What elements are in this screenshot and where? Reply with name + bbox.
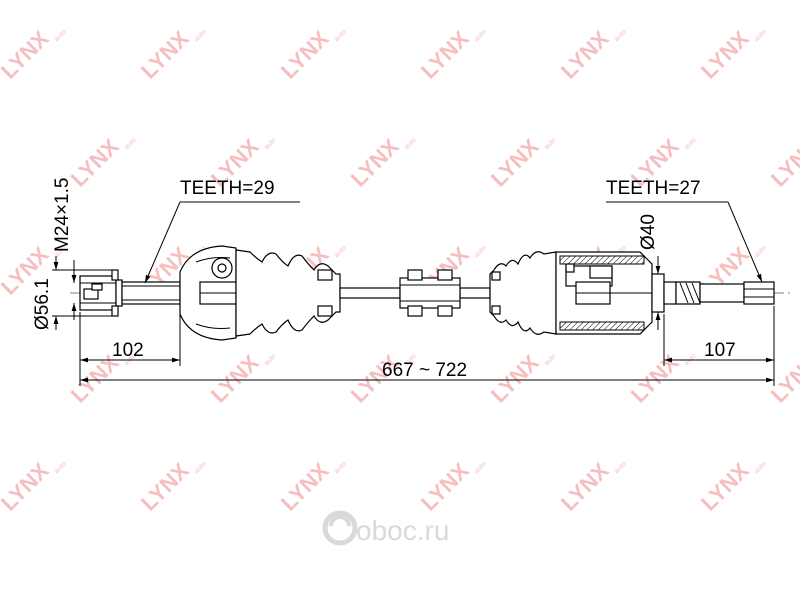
- svg-text:LYNX: LYNX: [136, 458, 194, 516]
- center-logo: oboc.ru: [322, 510, 449, 546]
- dim-left: 102: [79, 312, 181, 386]
- svg-text:LYNX: LYNX: [276, 26, 334, 84]
- svg-text:auto: auto: [473, 461, 488, 476]
- dia-right-callout: Ø40: [638, 214, 661, 330]
- dia-left-callout: Ø56.1: [32, 256, 112, 330]
- svg-text:LYNX: LYNX: [766, 134, 800, 192]
- left-stub-shaft: [79, 269, 181, 317]
- svg-text:auto: auto: [333, 245, 348, 260]
- svg-text:LYNX: LYNX: [416, 458, 474, 516]
- svg-text:auto: auto: [193, 29, 208, 44]
- svg-text:auto: auto: [263, 137, 278, 152]
- teeth-left-callout: TEETH=29: [144, 178, 300, 284]
- svg-text:LYNX: LYNX: [696, 26, 754, 84]
- svg-text:LYNX: LYNX: [486, 350, 544, 408]
- svg-text:auto: auto: [753, 245, 768, 260]
- dim-total-label: 667 ~ 722: [382, 360, 467, 381]
- svg-text:auto: auto: [473, 29, 488, 44]
- dim-right: 107: [663, 306, 775, 386]
- svg-text:auto: auto: [543, 137, 558, 152]
- dia-left-label: Ø56.1: [32, 278, 53, 330]
- svg-text:LYNX: LYNX: [0, 458, 54, 516]
- svg-text:auto: auto: [333, 29, 348, 44]
- svg-text:auto: auto: [613, 461, 628, 476]
- teeth-left-label: TEETH=29: [180, 178, 275, 199]
- svg-text:auto: auto: [403, 137, 418, 152]
- right-cv-joint: [555, 251, 653, 335]
- svg-text:LYNX: LYNX: [486, 134, 544, 192]
- center-shaft: [339, 269, 491, 317]
- svg-text:auto: auto: [753, 29, 768, 44]
- svg-text:LYNX: LYNX: [556, 26, 614, 84]
- dim-total: 667 ~ 722: [80, 360, 774, 383]
- svg-text:auto: auto: [53, 29, 68, 44]
- svg-text:LYNX: LYNX: [766, 350, 800, 408]
- svg-text:auto: auto: [683, 137, 698, 152]
- dim-left-label: 102: [112, 340, 144, 361]
- teeth-right-callout: TEETH=27: [606, 178, 763, 283]
- svg-text:auto: auto: [473, 245, 488, 260]
- thread-callout: M24×1.5: [52, 178, 77, 320]
- svg-text:auto: auto: [613, 29, 628, 44]
- left-boot: [235, 249, 341, 337]
- logo-text: oboc.ru: [356, 515, 449, 546]
- svg-text:LYNX: LYNX: [0, 26, 54, 84]
- dia-right-label: Ø40: [638, 214, 659, 250]
- svg-text:LYNX: LYNX: [136, 26, 194, 84]
- right-boot: [489, 251, 557, 335]
- thread-label: M24×1.5: [52, 178, 73, 252]
- svg-text:auto: auto: [193, 461, 208, 476]
- svg-text:auto: auto: [543, 353, 558, 368]
- teeth-right-label: TEETH=27: [606, 178, 701, 199]
- svg-text:LYNX: LYNX: [626, 350, 684, 408]
- svg-text:auto: auto: [753, 461, 768, 476]
- svg-text:auto: auto: [123, 137, 138, 152]
- svg-text:auto: auto: [333, 461, 348, 476]
- left-cv-joint: [179, 245, 237, 341]
- svg-text:LYNX: LYNX: [696, 458, 754, 516]
- svg-text:auto: auto: [263, 353, 278, 368]
- svg-text:LYNX: LYNX: [346, 134, 404, 192]
- svg-text:auto: auto: [53, 461, 68, 476]
- svg-text:LYNX: LYNX: [276, 458, 334, 516]
- svg-text:LYNX: LYNX: [416, 26, 474, 84]
- svg-text:LYNX: LYNX: [206, 350, 264, 408]
- dim-right-label: 107: [704, 340, 736, 361]
- svg-text:LYNX: LYNX: [556, 458, 614, 516]
- svg-text:LYNX: LYNX: [66, 134, 124, 192]
